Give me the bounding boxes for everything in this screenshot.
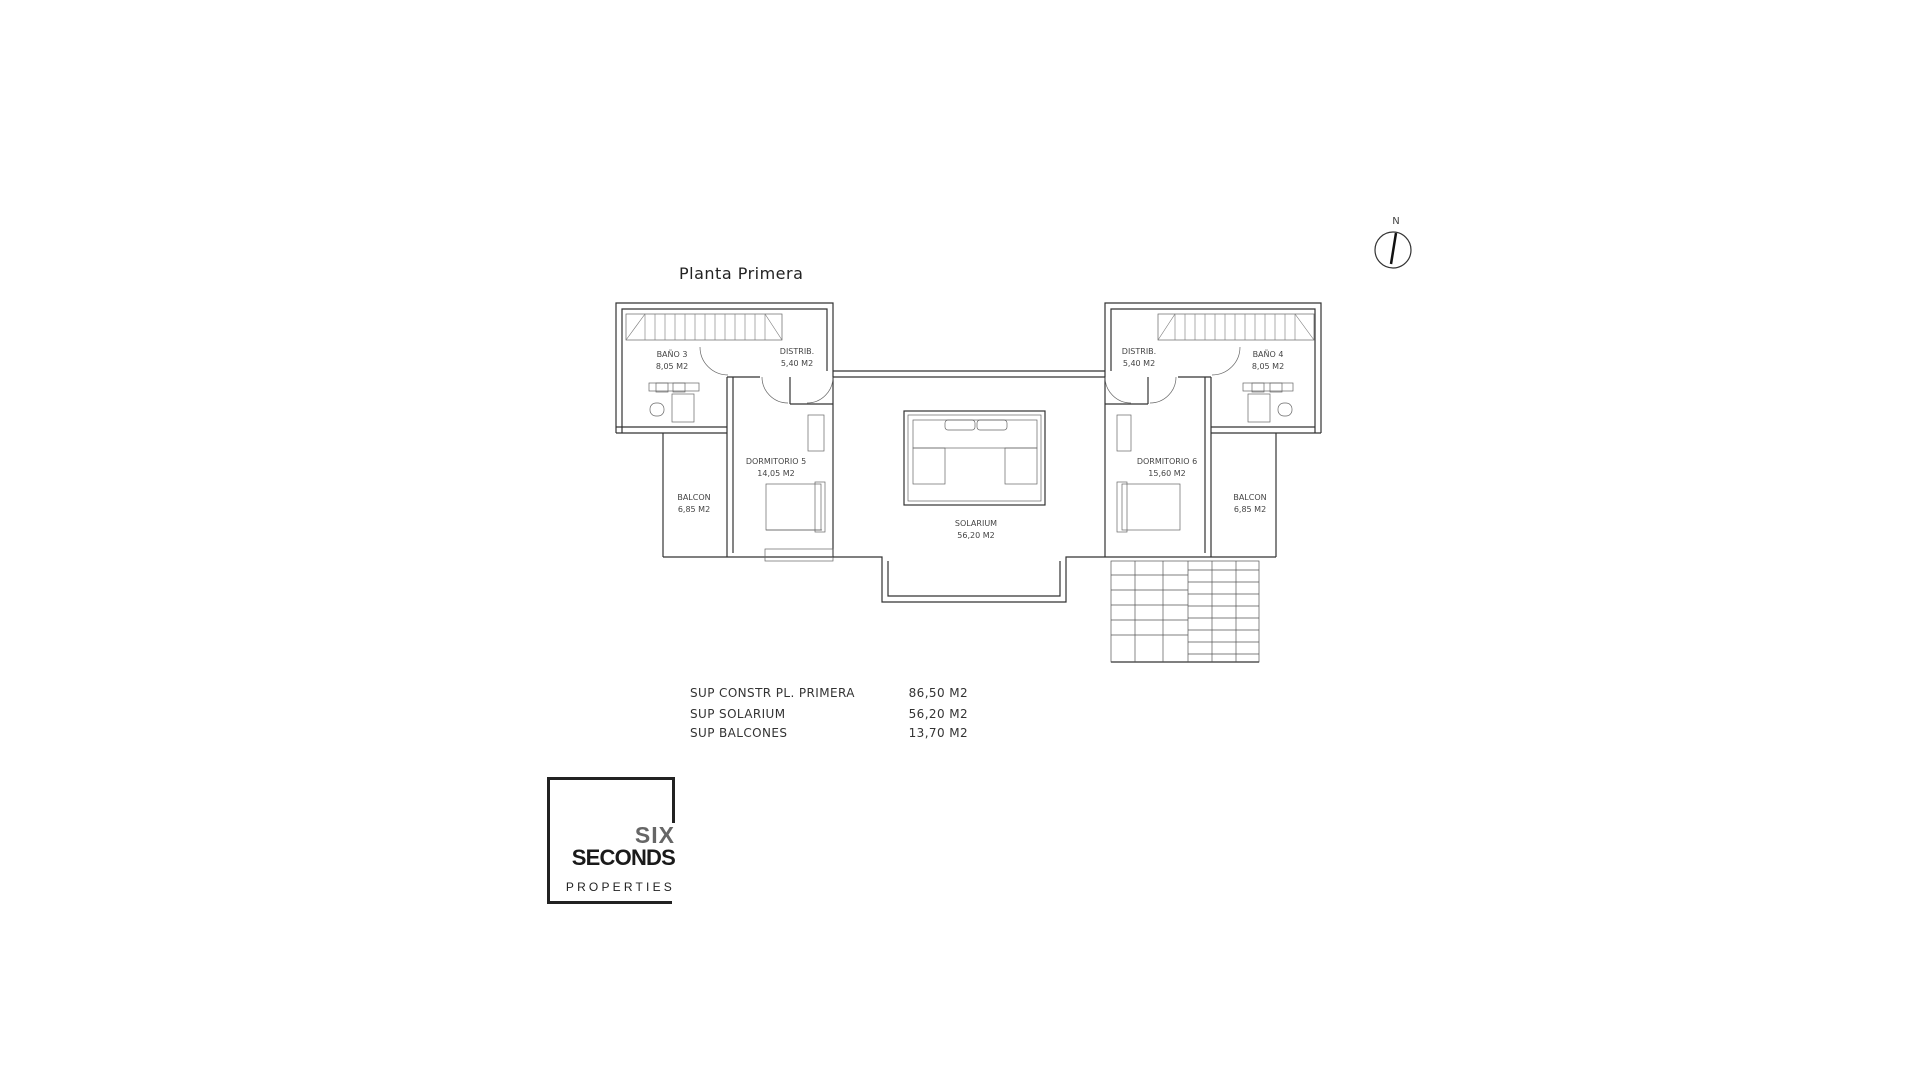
summary-label: SUP CONSTR PL. PRIMERA bbox=[690, 686, 855, 700]
room-area-balcon-left: 6,85 M2 bbox=[678, 505, 710, 514]
room-area-bano4: 8,05 M2 bbox=[1252, 362, 1284, 371]
plan-title: Planta Primera bbox=[679, 264, 803, 283]
logo-seconds: SECONDS bbox=[571, 845, 676, 870]
summary-value: 86,50 M2 bbox=[908, 686, 968, 700]
room-name-dormitorio5: DORMITORIO 5 bbox=[746, 457, 806, 466]
right-wing bbox=[1104, 302, 1322, 558]
six-seconds-logo: SIX SECONDS PROPERTIES bbox=[547, 777, 676, 904]
summary-label: SUP BALCONES bbox=[690, 726, 788, 740]
north-arrow-icon: N bbox=[1374, 216, 1412, 269]
summary-value: 13,70 M2 bbox=[908, 726, 968, 740]
room-name-dormitorio6: DORMITORIO 6 bbox=[1137, 457, 1197, 466]
logo-frame bbox=[547, 777, 672, 904]
solarium bbox=[833, 370, 1105, 603]
logo-frame-right bbox=[672, 777, 675, 823]
logo-properties: PROPERTIES bbox=[565, 880, 675, 894]
room-area-dormitorio5: 14,05 M2 bbox=[757, 469, 794, 478]
room-area-dormitorio6: 15,60 M2 bbox=[1148, 469, 1185, 478]
room-area-solarium: 56,20 M2 bbox=[957, 531, 994, 540]
room-area-balcon-right: 6,85 M2 bbox=[1234, 505, 1266, 514]
room-name-balcon-left: BALCON bbox=[677, 493, 710, 502]
left-wing bbox=[615, 302, 834, 562]
exterior-stairs bbox=[1110, 560, 1260, 663]
room-name-solarium: SOLARIUM bbox=[955, 519, 997, 528]
summary-value: 56,20 M2 bbox=[908, 707, 968, 721]
room-name-distrib-right: DISTRIB. bbox=[1122, 347, 1156, 356]
room-name-distrib-left: DISTRIB. bbox=[780, 347, 814, 356]
room-area-distrib-right: 5,40 M2 bbox=[1123, 359, 1155, 368]
room-name-bano3: BAÑO 3 bbox=[657, 349, 688, 359]
room-labels: BAÑO 3 8,05 M2 DISTRIB. 5,40 M2 DORMITOR… bbox=[656, 347, 1284, 540]
summary-label: SUP SOLARIUM bbox=[690, 707, 786, 721]
logo-six: SIX bbox=[634, 822, 675, 848]
room-name-bano4: BAÑO 4 bbox=[1253, 349, 1284, 359]
room-area-distrib-left: 5,40 M2 bbox=[781, 359, 813, 368]
north-label: N bbox=[1392, 216, 1399, 227]
room-area-bano3: 8,05 M2 bbox=[656, 362, 688, 371]
room-name-balcon-right: BALCON bbox=[1233, 493, 1266, 502]
